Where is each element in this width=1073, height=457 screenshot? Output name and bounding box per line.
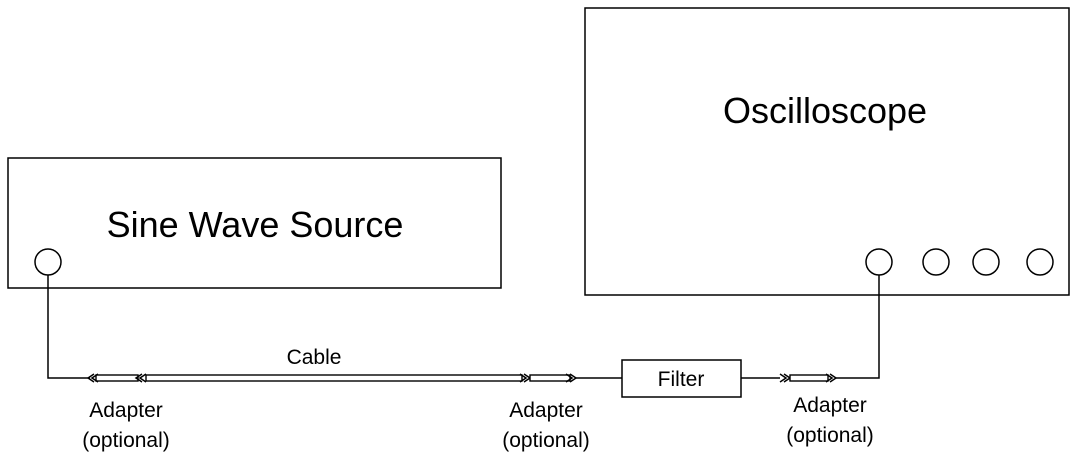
- adapter-left: [86, 373, 147, 383]
- filter: Filter: [621, 359, 742, 398]
- scope-lead-wire: [836, 275, 880, 379]
- scope-input-connector-2: [922, 248, 950, 276]
- adapter-left-chevron-icon: [86, 373, 99, 383]
- adapter-right-optional-label: (optional): [786, 424, 874, 447]
- adapter-middle-body: [529, 374, 571, 382]
- sine-wave-source-box: [7, 157, 502, 289]
- adapter-left-inner-chevron-icon: [134, 373, 147, 383]
- adapter-middle-caption: Adapter (optional): [502, 399, 590, 452]
- adapter-right: [779, 373, 838, 383]
- adapter-left-caption: Adapter (optional): [82, 399, 170, 452]
- adapter-right-caption: Adapter (optional): [786, 394, 874, 447]
- cable-label: Cable: [287, 346, 342, 369]
- adapter-left-optional-label: (optional): [82, 429, 170, 452]
- scope-input-connector-1: [865, 248, 893, 276]
- adapter-middle: [519, 373, 578, 383]
- sine-wave-source-label: Sine Wave Source: [107, 204, 404, 245]
- adapter-middle-optional-label: (optional): [502, 429, 590, 452]
- scope-input-connector-4: [1026, 248, 1054, 276]
- adapter-right-inner-chevron-icon: [779, 373, 792, 383]
- oscilloscope: Oscilloscope: [584, 7, 1070, 296]
- scope-input-connector-3: [972, 248, 1000, 276]
- oscilloscope-box: [584, 7, 1070, 296]
- cable: Cable: [145, 346, 523, 382]
- oscilloscope-label: Oscilloscope: [723, 90, 927, 131]
- source-lead-wire: [47, 275, 90, 379]
- adapter-middle-label: Adapter: [509, 399, 583, 422]
- adapter-right-label: Adapter: [793, 394, 867, 417]
- cable-body: [145, 374, 523, 382]
- adapter-right-body: [789, 374, 829, 382]
- adapter-left-body: [95, 374, 139, 382]
- adapter-left-label: Adapter: [89, 399, 163, 422]
- sine-wave-source: Sine Wave Source: [7, 157, 502, 289]
- source-output-connector: [34, 248, 62, 276]
- filter-label: Filter: [658, 368, 705, 391]
- filter-box: [621, 359, 742, 398]
